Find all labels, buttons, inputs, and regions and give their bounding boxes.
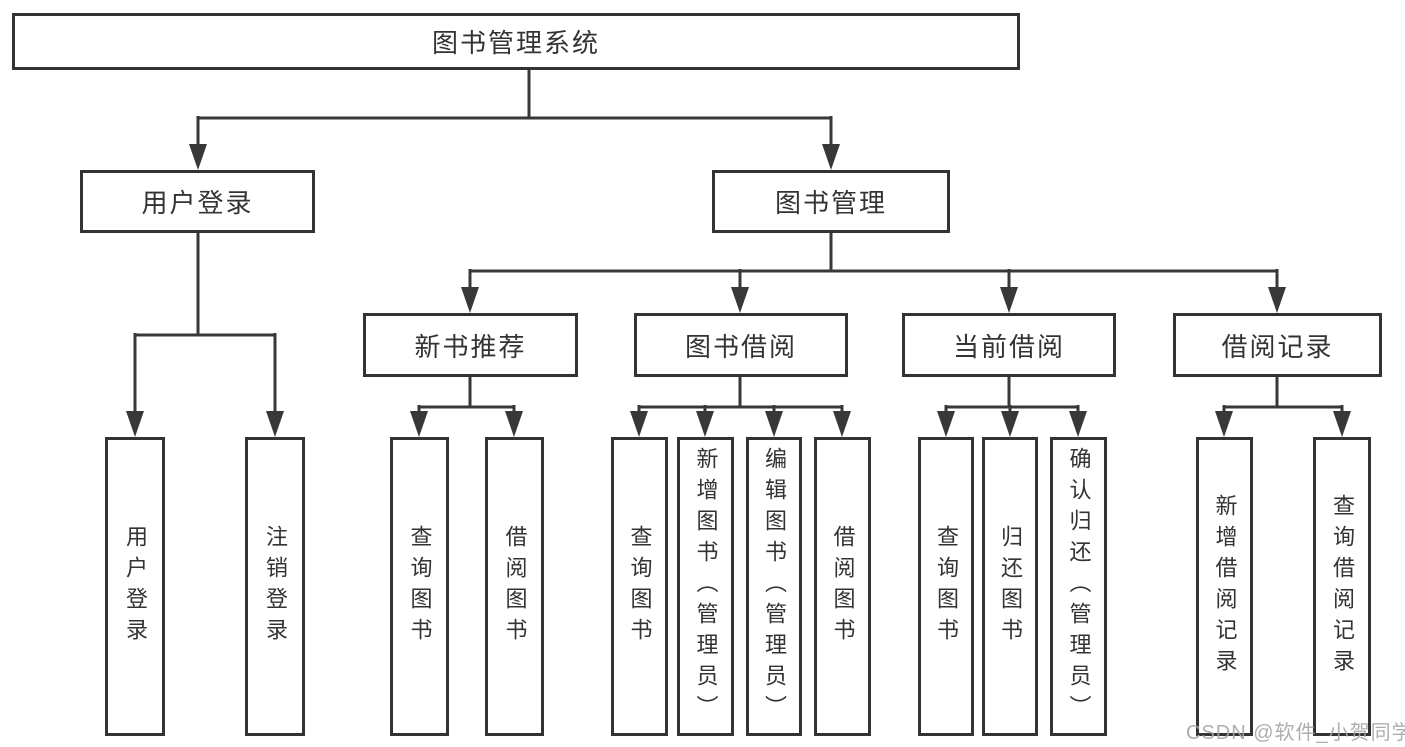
arrowhead xyxy=(731,287,749,313)
node-leaf-query-books-borrowing-label: 查询图书 xyxy=(627,524,653,649)
node-book-borrowing-label: 图书借阅 xyxy=(684,331,797,362)
node-leaf-query-borrowing-record-label: 查询借阅记录 xyxy=(1330,493,1355,680)
arrowhead xyxy=(126,411,144,437)
arrowhead xyxy=(189,144,207,170)
arrowhead xyxy=(1268,287,1286,313)
arrowhead xyxy=(1001,411,1019,437)
node-user-login-label: 用户登录 xyxy=(141,188,254,218)
arrowhead xyxy=(1000,287,1018,313)
arrowhead xyxy=(410,411,428,437)
node-book-management-label: 图书管理 xyxy=(774,188,887,218)
node-leaf-add-borrowing-record-label: 新增借阅记录 xyxy=(1212,493,1238,680)
node-root: 图书管理系统 xyxy=(12,13,1020,70)
node-leaf-user-login-label: 用户登录 xyxy=(123,524,148,649)
node-leaf-return-books-label: 归还图书 xyxy=(998,524,1023,649)
node-new-book-recommendation: 新书推荐 xyxy=(363,313,578,377)
node-borrowing-records-label: 借阅记录 xyxy=(1221,331,1334,362)
node-leaf-confirm-return-admin-label: 确认归还（管理员） xyxy=(1066,447,1092,726)
node-leaf-query-books-current-label: 查询图书 xyxy=(934,524,959,649)
node-leaf-add-borrowing-record: 新增借阅记录 xyxy=(1196,437,1253,736)
arrowhead xyxy=(630,411,648,437)
node-leaf-query-books-borrowing: 查询图书 xyxy=(611,437,668,736)
node-leaf-logout-label: 注销登录 xyxy=(263,524,288,649)
arrowhead xyxy=(505,411,523,437)
node-leaf-add-books-admin: 新增图书（管理员） xyxy=(677,437,734,736)
node-leaf-logout: 注销登录 xyxy=(245,437,305,736)
node-book-borrowing: 图书借阅 xyxy=(634,313,848,377)
node-leaf-borrow-books-recommend: 借阅图书 xyxy=(485,437,544,736)
node-new-book-recommendation-label: 新书推荐 xyxy=(414,331,527,362)
arrowhead xyxy=(765,411,783,437)
arrowhead xyxy=(461,287,479,313)
arrowhead xyxy=(1215,411,1233,437)
node-leaf-borrow-books-borrowing-label: 借阅图书 xyxy=(830,524,856,649)
node-book-management: 图书管理 xyxy=(712,170,950,233)
node-user-login: 用户登录 xyxy=(80,170,315,233)
arrowhead xyxy=(266,411,284,437)
node-leaf-add-books-admin-label: 新增图书（管理员） xyxy=(693,447,719,726)
csdn-watermark: CSDN @软件_小贺同学 xyxy=(1186,722,1405,744)
node-leaf-borrow-books-recommend-label: 借阅图书 xyxy=(502,524,528,649)
node-leaf-query-books-recommend: 查询图书 xyxy=(390,437,449,736)
node-leaf-query-books-current: 查询图书 xyxy=(918,437,974,736)
node-current-borrowing: 当前借阅 xyxy=(902,313,1116,377)
arrowhead xyxy=(1333,411,1351,437)
arrowhead xyxy=(822,144,840,170)
connector-paths xyxy=(133,70,1344,416)
arrowhead xyxy=(937,411,955,437)
arrowhead xyxy=(696,411,714,437)
node-current-borrowing-label: 当前借阅 xyxy=(952,331,1065,362)
node-leaf-user-login: 用户登录 xyxy=(105,437,165,736)
node-borrowing-records: 借阅记录 xyxy=(1173,313,1382,377)
node-leaf-edit-books-admin-label: 编辑图书（管理员） xyxy=(762,447,787,726)
node-leaf-confirm-return-admin: 确认归还（管理员） xyxy=(1050,437,1107,736)
arrowhead xyxy=(1069,411,1087,437)
node-leaf-query-books-recommend-label: 查询图书 xyxy=(407,524,433,649)
arrowheads xyxy=(126,144,1351,437)
node-leaf-return-books: 归还图书 xyxy=(982,437,1038,736)
arrowhead xyxy=(833,411,851,437)
node-root-label: 图书管理系统 xyxy=(431,28,600,58)
node-leaf-edit-books-admin: 编辑图书（管理员） xyxy=(746,437,802,736)
node-leaf-borrow-books-borrowing: 借阅图书 xyxy=(814,437,871,736)
node-leaf-query-borrowing-record: 查询借阅记录 xyxy=(1313,437,1371,736)
